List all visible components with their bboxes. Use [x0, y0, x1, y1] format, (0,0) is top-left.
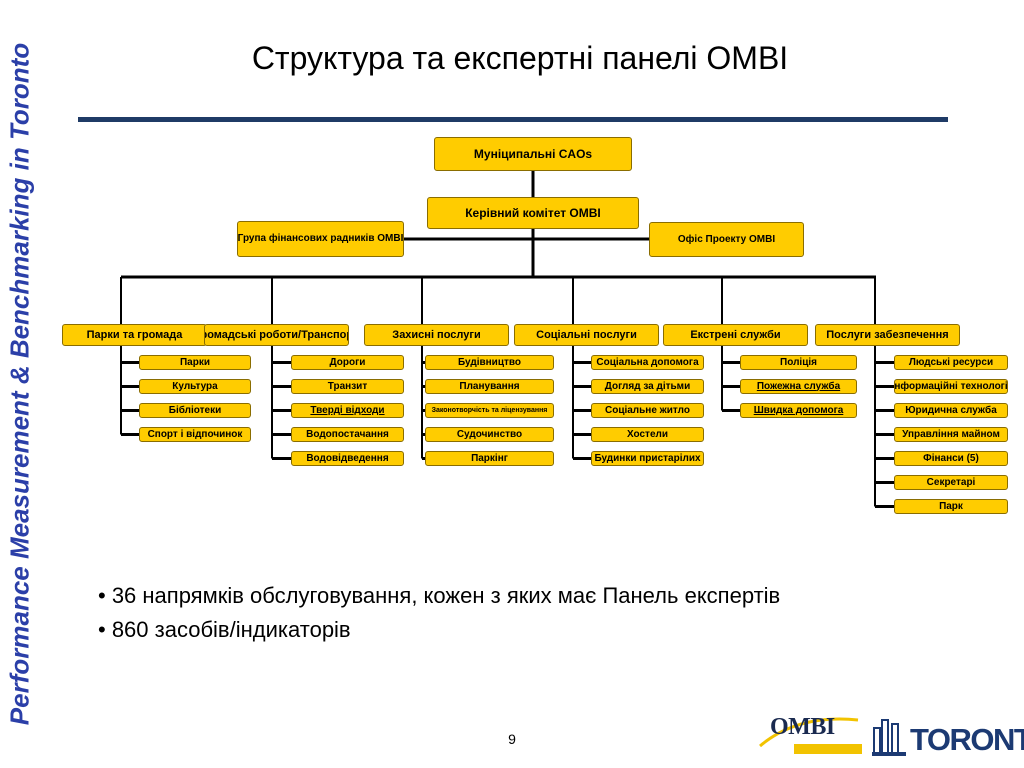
dept-box: Соціальні послуги [514, 324, 659, 346]
service-item: Бібліотеки [139, 403, 251, 418]
dept-box: Громадські роботи/Транспорт [204, 324, 349, 346]
service-item: Водопостачання [291, 427, 404, 442]
service-item: Соціальна допомога [591, 355, 704, 370]
title-divider [78, 117, 948, 122]
bullet-indicators: • 860 засобів/індикаторів [98, 617, 351, 642]
bullet-list: • 36 напрямків обслуговування, кожен з я… [98, 583, 780, 651]
org-chart: Муніципальні CAOs Керівний комітет OMBI … [62, 137, 1008, 514]
box-caos: Муніципальні CAOs [434, 137, 632, 171]
service-item: Фінанси (5) [894, 451, 1008, 466]
service-item: Культура [139, 379, 251, 394]
toronto-logo: TORONTO [872, 712, 1024, 760]
service-item: Будинки пристарілих [591, 451, 704, 466]
dept-box: Послуги забезпечення [815, 324, 960, 346]
service-item: Поліція [740, 355, 857, 370]
ombi-logo-bar [794, 744, 862, 754]
dept-box: Екстрені служби [663, 324, 808, 346]
service-item: Планування [425, 379, 554, 394]
service-item: Судочинство [425, 427, 554, 442]
service-item: Спорт і відпочинок [139, 427, 251, 442]
org-chart-connectors [120, 171, 894, 508]
page-number: 9 [508, 731, 516, 747]
service-item: Дороги [291, 355, 404, 370]
service-item: Законотворчість та ліцензування [425, 403, 554, 418]
box-steering-committee: Керівний комітет OMBI [427, 197, 639, 229]
service-item: Водовідведення [291, 451, 404, 466]
service-item: Управління майном [894, 427, 1008, 442]
dept-box: Парки та громада [62, 324, 207, 346]
box-finance-group: Група фінансових радників OMBI [237, 221, 404, 257]
service-item: Інформаційні технології [894, 379, 1008, 394]
service-item: Юридична служба [894, 403, 1008, 418]
service-item: Парк [894, 499, 1008, 514]
service-item: Людські ресурси [894, 355, 1008, 370]
service-item: Транзит [291, 379, 404, 394]
service-item: Соціальне житло [591, 403, 704, 418]
service-item: Тверді відходи [291, 403, 404, 418]
service-item: Будівництво [425, 355, 554, 370]
service-item: Догляд за дітьми [591, 379, 704, 394]
box-project-office: Офіс Проекту OMBI [649, 222, 804, 257]
city-hall-icon [872, 719, 906, 756]
page-title: Структура та експертні панелі OMBI [251, 40, 789, 76]
bullet-service-areas: • 36 напрямків обслуговування, кожен з я… [98, 583, 781, 608]
service-item: Швидка допомога [740, 403, 857, 418]
ombi-swoosh-icon [759, 717, 859, 748]
service-item: Парки [139, 355, 251, 370]
service-item: Паркінг [425, 451, 554, 466]
service-item: Пожежна служба [740, 379, 857, 394]
ombi-logo: OMBI [758, 712, 864, 756]
service-item: Секретарі [894, 475, 1008, 490]
service-item: Хостели [591, 427, 704, 442]
dept-box: Захисні послуги [364, 324, 509, 346]
